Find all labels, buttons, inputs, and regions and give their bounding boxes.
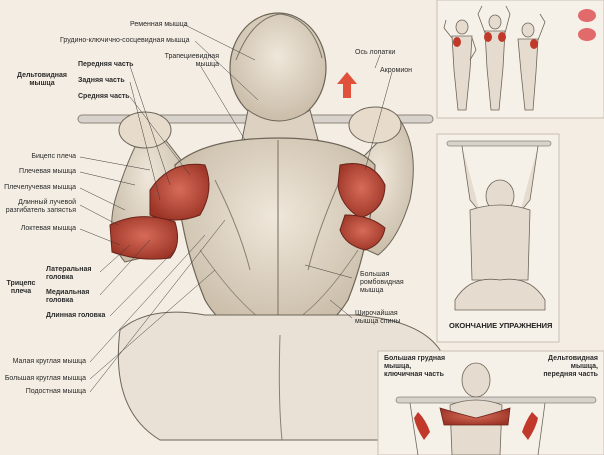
label-brachioradialis: Плечелучевая мышца [4, 184, 76, 191]
label-trapezius: Трапециевидная мышца [164, 53, 219, 68]
label-rhomboid: Большая ромбовидная мышца [360, 271, 404, 294]
right-hand [348, 106, 402, 144]
label-lats: Широчайшая мышца спины [355, 310, 401, 325]
label-triceps-medial: Медиальная головка [46, 289, 90, 304]
label-ecrl: Длинный лучевой разгибатель запястья [5, 199, 76, 214]
label-infraspinatus: Подостная мышца [25, 388, 86, 395]
label-anconeus: Локтевая мышца [20, 225, 76, 232]
label-deltoid-front: Передняя часть [78, 61, 134, 68]
label-deltoid-mid: Средняя часть [78, 93, 130, 100]
label-deltoid-group: Дельтовидная мышца [17, 72, 67, 87]
triceps-right [339, 214, 386, 251]
label-triceps-group: Трицепс плеча [6, 280, 36, 295]
label-brachialis: Плечевая мышца [19, 168, 76, 175]
label-splenius: Ременная мышца [130, 21, 188, 28]
label-teres-minor: Малая круглая мышца [12, 358, 86, 365]
caption-end-exercise: ОКОНЧАНИЕ УПРАЖНЕНИЯ [449, 321, 553, 330]
label-deltoid-anterior: Дельтовидная мышца, передняя часть [543, 355, 598, 378]
label-acromion: Акромион [380, 67, 412, 74]
label-sternocleidomastoid: Грудино-ключично-сосцевидная мышца [60, 37, 190, 44]
scapula-axis-arrow [337, 72, 357, 98]
label-teres-major: Большая круглая мышца [4, 375, 86, 382]
left-hand [118, 111, 172, 149]
label-biceps: Бицепс плеча [31, 153, 76, 160]
deltoid-right [337, 163, 386, 219]
pec-highlight [439, 407, 511, 426]
label-pec-clavicular: Большая грудная мышца, ключичная часть [384, 355, 446, 378]
label-triceps-lateral: Латеральная головка [46, 266, 92, 281]
decor-dot [578, 28, 596, 41]
label-deltoid-back: Задняя часть [78, 77, 125, 84]
decor-dot [578, 9, 596, 22]
label-triceps-long: Длинная головка [46, 312, 106, 319]
label-scapula-axis: Ось лопатки [355, 49, 396, 56]
head [229, 12, 327, 124]
hips-seat [117, 311, 443, 441]
triceps-left [109, 216, 179, 260]
deltoid-left [149, 163, 210, 221]
back-torso [174, 137, 376, 336]
